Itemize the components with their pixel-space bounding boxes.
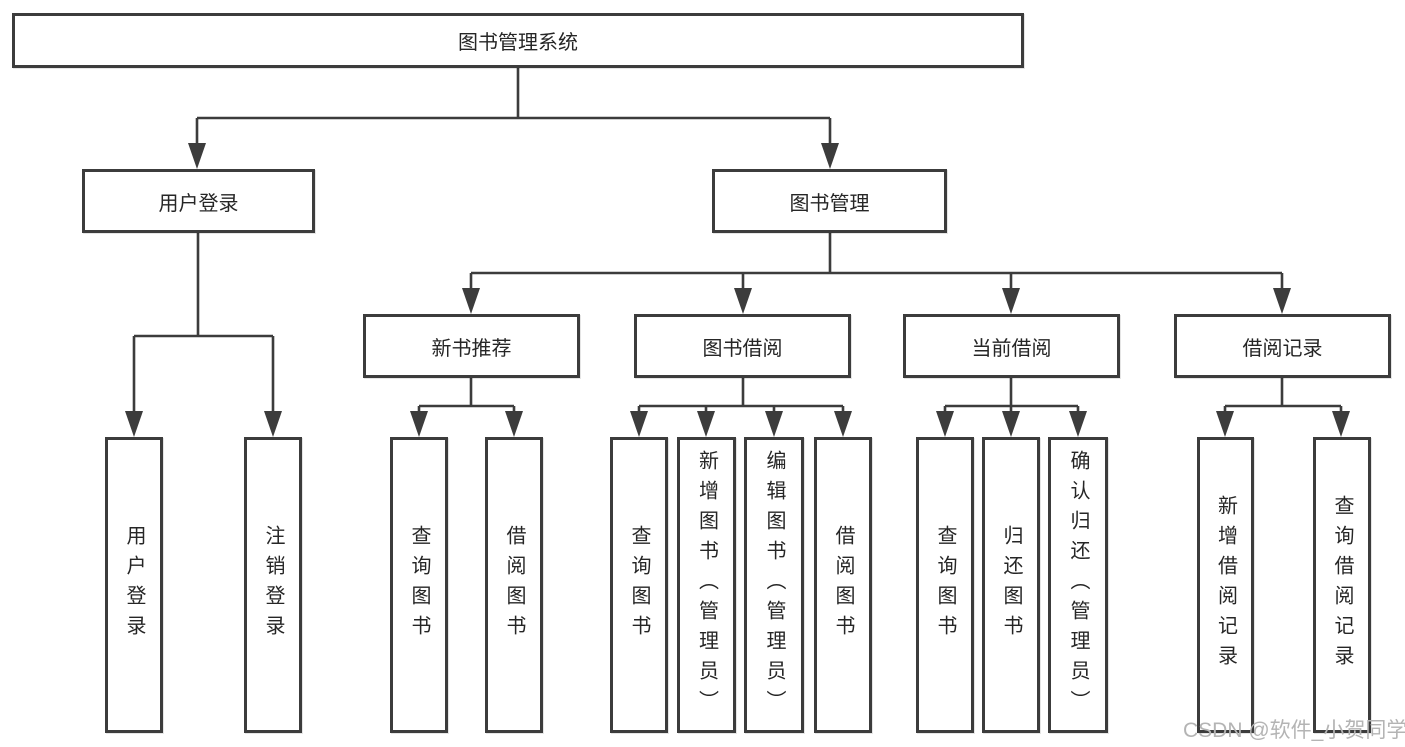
arrowheads [125, 143, 1350, 437]
root-node-library-system: 图书管理系统 [12, 13, 1024, 68]
leaf-borrow-books-2: 借阅图书 [814, 437, 872, 733]
leaf-label: 归还图书 [1000, 525, 1022, 645]
leaf-add-borrow-record: 新增借阅记录 [1197, 437, 1254, 733]
leaf-label: 查询图书 [934, 525, 956, 645]
node-borrowing-records: 借阅记录 [1174, 314, 1391, 378]
node-book-management: 图书管理 [712, 169, 947, 233]
leaf-query-borrow-record: 查询借阅记录 [1313, 437, 1371, 733]
leaf-label: 查询借阅记录 [1331, 495, 1353, 675]
leaf-label: 借阅图书 [832, 525, 854, 645]
leaf-label: 借阅图书 [503, 525, 525, 645]
leaf-borrow-books-1: 借阅图书 [485, 437, 543, 733]
node-book-borrowing: 图书借阅 [634, 314, 851, 378]
leaf-user-login: 用户登录 [105, 437, 163, 733]
leaf-add-books-admin: 新增图书（管理员） [677, 437, 736, 733]
leaf-label: 编辑图书（管理员） [763, 450, 785, 720]
leaf-label: 新增图书（管理员） [695, 450, 718, 720]
leaf-query-books-1: 查询图书 [390, 437, 448, 733]
leaf-label: 确认归还（管理员） [1067, 450, 1089, 720]
leaf-label: 查询图书 [408, 525, 430, 645]
leaf-confirm-return-admin: 确认归还（管理员） [1048, 437, 1108, 733]
leaf-query-books-2: 查询图书 [610, 437, 668, 733]
leaf-return-books: 归还图书 [982, 437, 1040, 733]
csdn-watermark: CSDN @软件_小贺同学 [1183, 719, 1405, 742]
leaf-query-books-3: 查询图书 [916, 437, 974, 733]
leaf-edit-books-admin: 编辑图书（管理员） [744, 437, 804, 733]
node-user-login: 用户登录 [82, 169, 315, 233]
leaf-label: 注销登录 [262, 525, 284, 645]
node-current-borrowing: 当前借阅 [903, 314, 1120, 378]
leaf-label: 新增借阅记录 [1214, 495, 1237, 675]
node-new-book-recommendation: 新书推荐 [363, 314, 580, 378]
leaf-label: 查询图书 [628, 525, 650, 645]
leaf-logout: 注销登录 [244, 437, 302, 733]
leaf-label: 用户登录 [123, 525, 145, 645]
